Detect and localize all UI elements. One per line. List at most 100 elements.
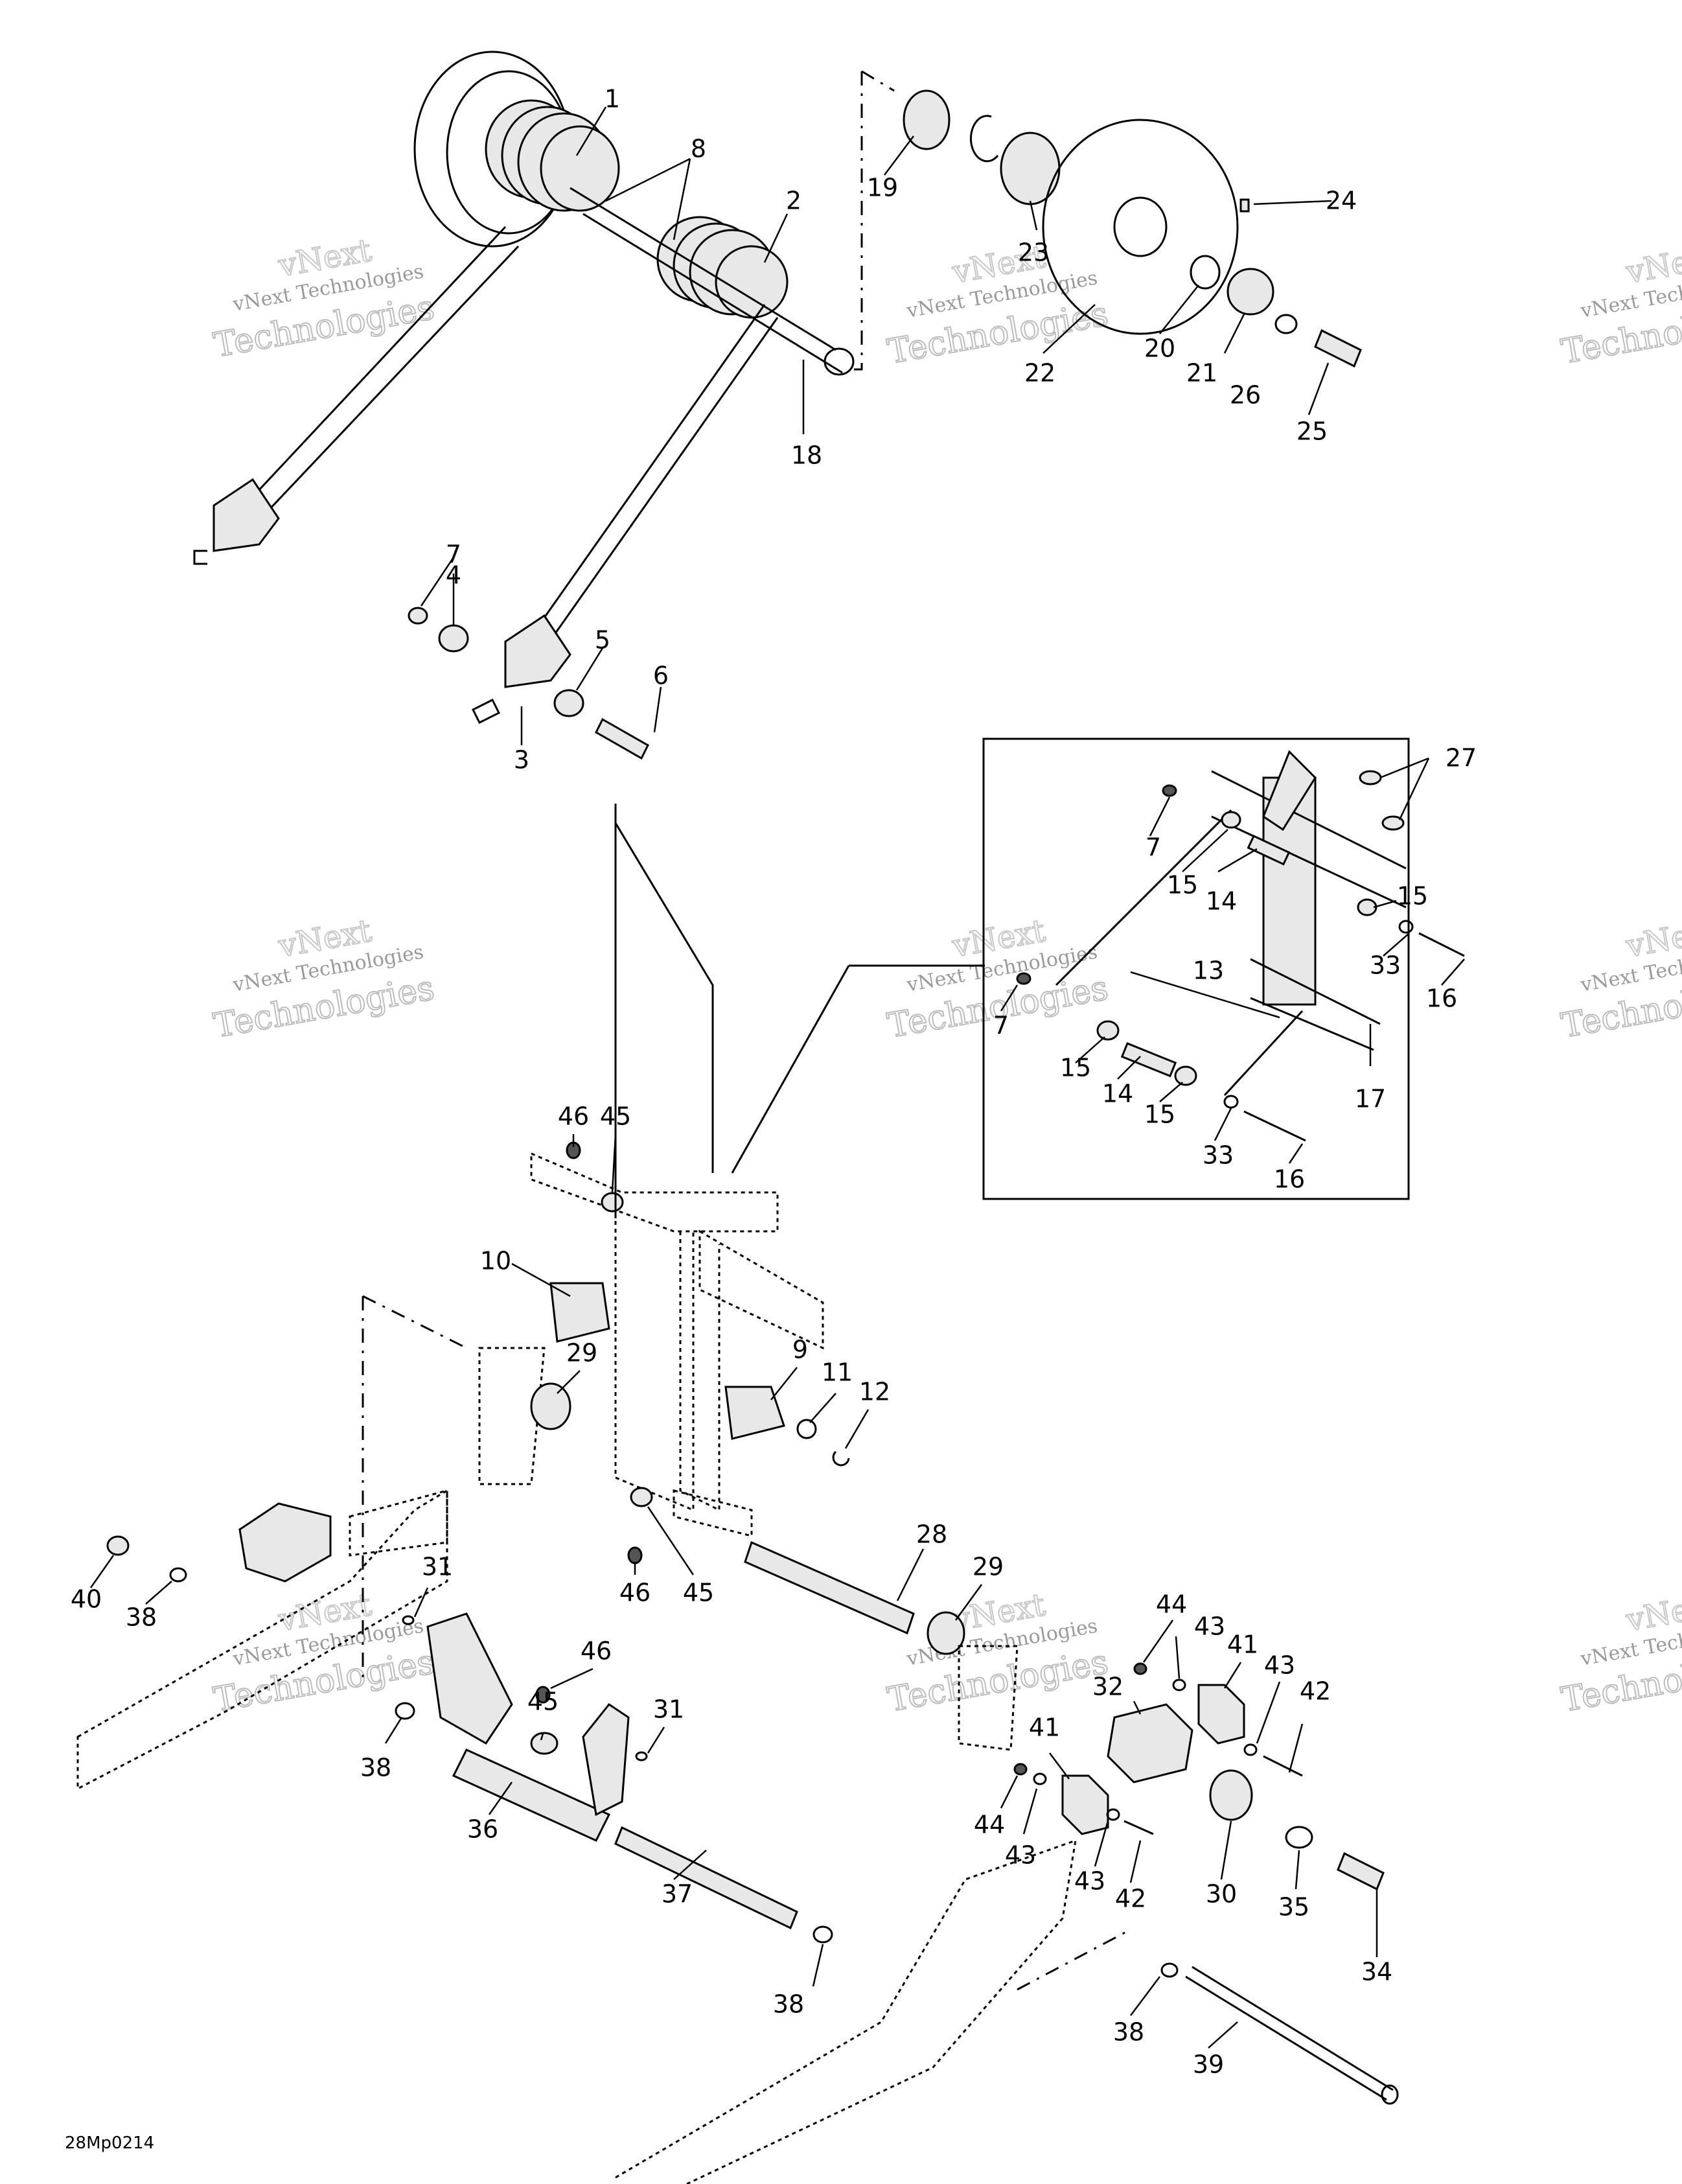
callout-2: 2 [786, 187, 801, 215]
callout-15-c: 15 [1060, 1054, 1091, 1082]
callout-46-a: 46 [558, 1102, 589, 1131]
watermark-9: vNext vNext Technologies Technologies [1558, 1586, 1682, 1720]
callout-43-b: 43 [1264, 1651, 1295, 1680]
bracket-block-left [238, 1502, 332, 1583]
dotted-rail-left [76, 1489, 448, 1791]
callout-4: 4 [446, 561, 461, 590]
assembly-arrow-line-2 [731, 965, 850, 1174]
bracket-9 [724, 1386, 785, 1440]
callout-31-b: 31 [653, 1695, 684, 1724]
axle-shaft [570, 187, 843, 374]
callout-8: 8 [691, 135, 706, 163]
callout-7-inset-b: 7 [993, 1012, 1009, 1040]
dotted-rail-right [615, 1839, 1077, 2184]
callout-20: 20 [1144, 334, 1175, 363]
axle-39 [1185, 1966, 1394, 2101]
bushing-29-lower [927, 1611, 965, 1655]
washer-26 [1274, 314, 1298, 334]
watermark-5: vNext vNext Technologies Technologies [884, 912, 1111, 1046]
callout-21: 21 [1186, 359, 1217, 388]
watermark-4: vNext vNext Technologies Technologies [210, 912, 437, 1046]
central-dotted-frame [478, 804, 985, 1564]
callout-46-b: 46 [619, 1579, 651, 1607]
torsion-arm-right [517, 304, 779, 668]
callout-37: 37 [662, 1880, 693, 1909]
callout-38-b: 38 [360, 1754, 391, 1782]
callout-labels: 1 2 3 4 5 6 7 8 9 10 11 12 13 14 14 15 1… [71, 85, 1477, 2079]
callout-31-a: 31 [422, 1553, 453, 1581]
axle-39-end [1381, 2084, 1399, 2105]
bolt-25 [1314, 329, 1362, 368]
bolt-42-upper [1263, 1755, 1303, 1777]
arm-end-pin-left [193, 550, 207, 565]
callout-40: 40 [71, 1585, 102, 1614]
watermark-mark: vNext [1623, 238, 1682, 290]
callout-32: 32 [1092, 1673, 1123, 1701]
bearing-19 [903, 89, 950, 150]
inset-spacer-14b [1120, 1042, 1177, 1078]
inset-frame [982, 738, 1410, 1200]
watermark-3: vNext vNext Technologies Technologies [1558, 238, 1682, 372]
pin-31-left [402, 1615, 415, 1625]
shaft-28 [744, 1540, 915, 1635]
callout-14-a: 14 [1206, 887, 1237, 916]
washer-11 [796, 1419, 817, 1439]
idler-wheel-22 [1042, 119, 1239, 335]
arm-bracket-right [582, 1702, 630, 1817]
inset-bottom-shaft [1250, 958, 1381, 1051]
washer-43-c [1033, 1772, 1047, 1785]
inset-bolt-16b [1243, 1110, 1306, 1142]
callout-33-b: 33 [1203, 1141, 1234, 1170]
nut-40 [106, 1535, 130, 1556]
clamp-10 [549, 1282, 610, 1343]
nut-7-top [408, 607, 428, 625]
callout-25: 25 [1296, 417, 1328, 446]
dotted-frame-right [679, 1231, 720, 1512]
inset-bushing-15c [1096, 1020, 1120, 1041]
dotted-plate-right [958, 1645, 1019, 1751]
bracket-41-upper [1197, 1684, 1245, 1745]
inset-screw-27b [1381, 815, 1405, 831]
washer-43-d [1106, 1808, 1120, 1821]
callout-16-a: 16 [1426, 984, 1457, 1013]
callout-15-d: 15 [1144, 1100, 1175, 1129]
inset-washer-33b [1223, 1095, 1239, 1109]
washer-38-bottom [1160, 1962, 1179, 1978]
inset-bracket [1262, 750, 1317, 831]
inset-link-rod-13b [1223, 1010, 1304, 1097]
bushing-29-upper [530, 1382, 571, 1430]
circlip [969, 115, 999, 163]
washer-43-b [1243, 1743, 1258, 1756]
diagram-code: 28Mp0214 [65, 2133, 154, 2153]
callout-15-a: 15 [1167, 871, 1198, 900]
inset-bushing-15b [1357, 898, 1377, 916]
lower-frame [76, 1295, 1077, 2184]
grease-fitting-24 [1239, 198, 1250, 213]
callout-14-b: 14 [1102, 1080, 1133, 1108]
watermark-1: vNext vNext Technologies Technologies [210, 231, 437, 366]
callout-43-c: 43 [1005, 1841, 1036, 1870]
watermark-mark: vNext [1623, 1586, 1682, 1638]
idler-wheel-assembly [849, 70, 1362, 371]
callout-38-d: 38 [1113, 2018, 1144, 2047]
callout-18: 18 [791, 441, 822, 470]
callout-45-a: 45 [600, 1102, 631, 1131]
washer-43-a [1172, 1679, 1186, 1691]
inset-spacer-14a [1247, 835, 1291, 866]
bushing-5 [553, 689, 584, 717]
callout-12: 12 [859, 1378, 890, 1406]
stopper-32 [1107, 1703, 1193, 1783]
callout-28: 28 [916, 1520, 947, 1549]
washer-38-mid [395, 1702, 415, 1720]
callout-43-a: 43 [1194, 1612, 1225, 1641]
shaft-37 [614, 1826, 798, 1930]
bracket-41-lower [1061, 1774, 1109, 1835]
callout-45-b: 45 [683, 1579, 714, 1607]
washer-38-low [812, 1925, 833, 1944]
bolt-34 [1337, 1852, 1385, 1891]
callout-10: 10 [480, 1247, 511, 1275]
arm-bracket-left [426, 1612, 513, 1745]
spacer-4 [438, 624, 469, 653]
callout-43-d: 43 [1074, 1867, 1105, 1896]
